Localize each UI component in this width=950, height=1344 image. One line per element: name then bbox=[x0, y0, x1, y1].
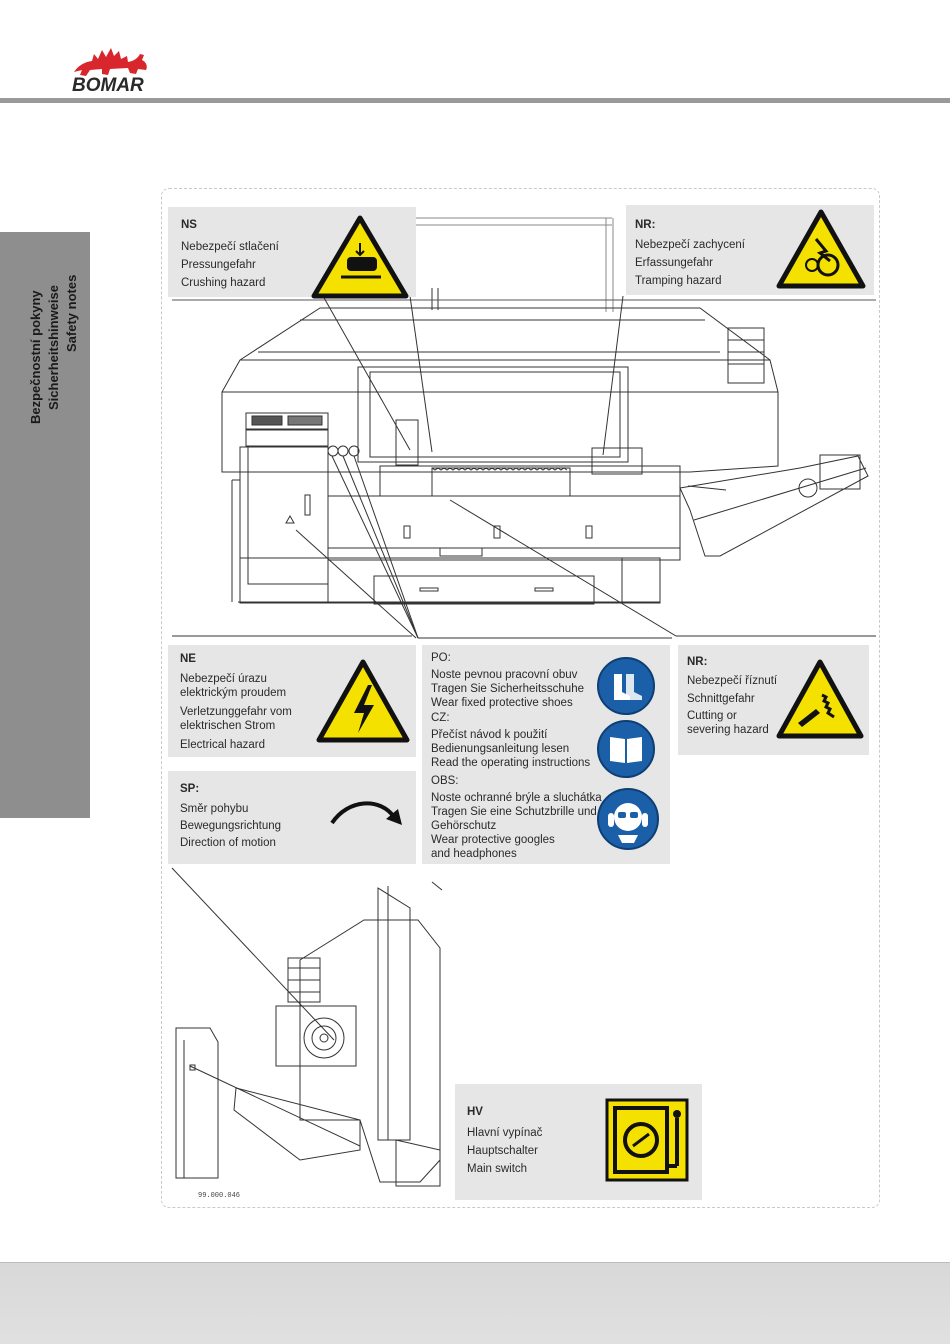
panel-line-en: Electrical hazard bbox=[180, 739, 266, 751]
panel-line-en-1: Cutting or bbox=[687, 710, 737, 722]
panel-line-de: Tragen Sie Sicherheitsschuhe bbox=[431, 683, 584, 695]
panel-line-de-2: elektrischen Strom bbox=[180, 720, 276, 732]
brand-logo: BOMAR bbox=[66, 42, 156, 98]
drawing-number: 99.000.046 bbox=[198, 1192, 241, 1200]
panel-line-cz: Noste ochranné brýle a sluchátka bbox=[431, 792, 602, 804]
panel-code: HV bbox=[467, 1106, 483, 1118]
footer-rule bbox=[0, 1262, 950, 1263]
dinosaur-logo-icon bbox=[74, 48, 147, 76]
entanglement-hazard-icon bbox=[776, 209, 866, 289]
panel-direction-of-motion: SP: Směr pohybu Bewegungsrichtung Direct… bbox=[168, 771, 416, 864]
safety-shoes-icon bbox=[597, 657, 655, 715]
page-footer bbox=[0, 1262, 950, 1344]
panel-code: NR: bbox=[687, 656, 708, 668]
panel-line-cz-2: elektrickým proudem bbox=[180, 687, 287, 699]
panel-line-cz: Přečíst návod k použití bbox=[431, 729, 548, 741]
panel-line-cz: Nebezpečí říznutí bbox=[687, 675, 778, 687]
panel-line-en: Tramping hazard bbox=[635, 275, 722, 287]
panel-line-cz: Noste pevnou pracovní obuv bbox=[431, 669, 578, 681]
panel-line-de: Pressungefahr bbox=[181, 259, 256, 271]
panel-code: NR: bbox=[635, 219, 656, 231]
panel-code: NS bbox=[181, 219, 197, 231]
panel-line-en-2: and headphones bbox=[431, 848, 517, 860]
panel-line-en: Direction of motion bbox=[180, 837, 276, 849]
panel-line-de: Schnittgefahr bbox=[687, 693, 755, 705]
panel-line-en: Main switch bbox=[467, 1163, 528, 1175]
panel-code-goggles: OBS: bbox=[431, 775, 459, 787]
read-manual-icon bbox=[597, 720, 655, 778]
panel-line-de: Erfassungefahr bbox=[635, 257, 713, 269]
illustration-frame bbox=[161, 188, 880, 1208]
panel-code-shoes: PO: bbox=[431, 652, 451, 664]
panel-line-cz: Hlavní vypínač bbox=[467, 1127, 543, 1139]
section-tab bbox=[0, 232, 90, 818]
crushing-hazard-icon bbox=[311, 215, 409, 299]
electrical-hazard-icon bbox=[316, 659, 410, 743]
panel-code: SP: bbox=[180, 783, 200, 795]
header-rule bbox=[0, 98, 950, 103]
panel-crushing-hazard: NS Nebezpečí stlačení Pressungefahr Crus… bbox=[168, 207, 416, 299]
cutting-hazard-icon bbox=[776, 659, 864, 739]
panel-line-de-2: Gehörschutz bbox=[431, 820, 497, 832]
panel-line-de: Bedienungsanleitung lesen bbox=[431, 743, 570, 755]
panel-code: NE bbox=[180, 653, 196, 665]
panel-cutting-hazard: NR: Nebezpečí říznutí Schnittgefahr Cutt… bbox=[678, 645, 869, 755]
panel-line-de-1: Verletzunggefahr vom bbox=[180, 706, 292, 718]
panel-mandatory-ppe: PO: Noste pevnou pracovní obuv Tragen Si… bbox=[422, 645, 670, 864]
brand-name: BOMAR bbox=[72, 75, 144, 96]
panel-electrical-hazard: NE Nebezpečí úrazu elektrickým proudem V… bbox=[168, 645, 416, 757]
panel-line-en-1: Wear protective googles bbox=[431, 834, 555, 846]
panel-line-cz: Směr pohybu bbox=[180, 803, 249, 815]
panel-line-de: Hauptschalter bbox=[467, 1145, 538, 1157]
panel-main-switch: HV Hlavní vypínač Hauptschalter Main swi… bbox=[455, 1084, 702, 1200]
goggles-headphones-icon bbox=[597, 788, 659, 850]
panel-tramping-hazard: NR: Nebezpečí zachycení Erfassungefahr T… bbox=[626, 205, 874, 295]
panel-line-en: Read the operating instructions bbox=[431, 757, 591, 769]
panel-line-en: Wear fixed protective shoes bbox=[431, 697, 573, 709]
panel-line-en: Crushing hazard bbox=[181, 277, 266, 289]
panel-line-cz: Nebezpečí zachycení bbox=[635, 239, 745, 251]
panel-code-manual: CZ: bbox=[431, 712, 450, 724]
main-switch-icon bbox=[605, 1098, 689, 1182]
panel-line-en-2: severing hazard bbox=[687, 724, 769, 736]
panel-line-cz: Nebezpečí stlačení bbox=[181, 241, 279, 253]
panel-line-de-1: Tragen Sie eine Schutzbrille und bbox=[431, 806, 597, 818]
panel-line-cz-1: Nebezpečí úrazu bbox=[180, 673, 267, 685]
curved-arrow-icon bbox=[330, 801, 402, 825]
panel-line-de: Bewegungsrichtung bbox=[180, 820, 282, 832]
